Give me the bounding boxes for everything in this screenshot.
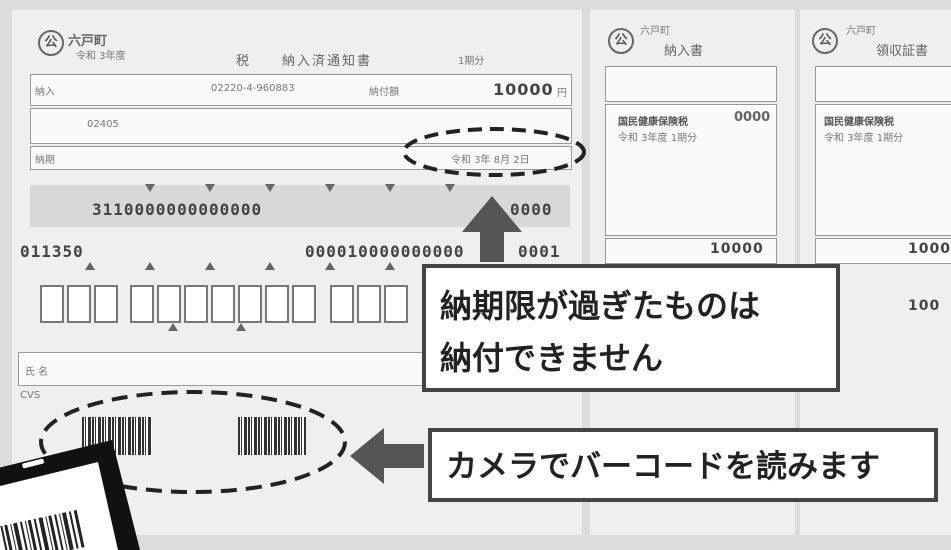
name-row: 氏 名 bbox=[18, 352, 430, 386]
up-arrow-icon bbox=[462, 196, 522, 262]
receipt-item-box: 国民健康保険税 0000 令和 3年度 1期分 bbox=[605, 104, 777, 236]
main-amount: 10000 bbox=[493, 80, 554, 99]
seal-icon: 公 bbox=[812, 28, 838, 54]
ocr-line-2: 011350 bbox=[20, 242, 84, 261]
main-fiscal-year: 令和 3年度 bbox=[76, 51, 126, 62]
receipt-item-amount: 0000 bbox=[734, 110, 771, 125]
marker-down-icon bbox=[445, 184, 455, 192]
stub-amount-2: 100 bbox=[908, 298, 941, 314]
stub-year-period: 令和 3年度 1期分 bbox=[824, 133, 904, 144]
receipt-amount: 10000 bbox=[710, 241, 764, 257]
marker-down-icon bbox=[385, 184, 395, 192]
tax-char: 税 bbox=[236, 54, 250, 69]
stub-item-box: 国民健康保険税 令和 3年度 1期分 bbox=[815, 104, 951, 236]
stub-amount: 1000 bbox=[908, 241, 951, 257]
deadline-line-1: 納期限が過ぎたものは bbox=[440, 287, 761, 325]
stub-header-box bbox=[815, 66, 951, 102]
marker-up-icon bbox=[205, 262, 215, 270]
deadline-line-2: 納付できません bbox=[440, 339, 664, 377]
due-label: 納期 bbox=[35, 155, 55, 166]
stub-title: 領収証書 bbox=[876, 44, 929, 59]
receipt-item: 国民健康保険税 bbox=[618, 117, 688, 128]
cvs-label: CVS bbox=[20, 390, 41, 401]
barcode-callout: カメラでバーコードを読みます bbox=[428, 428, 938, 502]
stub-item: 国民健康保険税 bbox=[824, 117, 894, 128]
marker-up-icon bbox=[385, 262, 395, 270]
due-row: 納期 令和 3年 8月 2日 bbox=[30, 146, 572, 170]
main-municipality: 六戸町 bbox=[68, 34, 108, 49]
yen-label: 円 bbox=[557, 88, 567, 99]
digit-boxes-1 bbox=[40, 285, 121, 327]
payer-label: 納入 bbox=[35, 87, 55, 98]
main-title: 納入済通知書 bbox=[282, 54, 373, 69]
ocr-line-1-tail: 0000 bbox=[510, 200, 553, 219]
marker-up-icon bbox=[236, 323, 246, 331]
ocr-line-1: 3110000000000000 bbox=[92, 200, 263, 219]
marker-down-icon bbox=[265, 184, 275, 192]
amount-label: 納付額 bbox=[369, 87, 399, 98]
deadline-callout: 納期限が過ぎたものは 納付できません bbox=[422, 264, 840, 392]
phone-icon bbox=[0, 440, 140, 550]
marker-down-icon bbox=[325, 184, 335, 192]
digit-boxes-3 bbox=[330, 285, 411, 327]
due-date: 令和 3年 8月 2日 bbox=[451, 155, 530, 166]
receipt-year-period: 令和 3年度 1期分 bbox=[618, 133, 698, 144]
seal-icon: 公 bbox=[38, 30, 64, 56]
marker-up-icon bbox=[325, 262, 335, 270]
payer-row: 納入 02220-4-960883 納付額 10000 円 bbox=[30, 74, 572, 106]
receipt-header-box bbox=[605, 66, 777, 102]
marker-up-icon bbox=[168, 323, 178, 331]
detail-row: 02405 bbox=[30, 108, 572, 144]
stub-amount-box: 1000 bbox=[815, 238, 951, 264]
account-code: 02220-4-960883 bbox=[211, 83, 295, 94]
barcode-callout-text: カメラでバーコードを読みます bbox=[446, 449, 880, 485]
receipt-amount-box: 10000 bbox=[605, 238, 777, 264]
phone-barcode bbox=[0, 505, 95, 550]
receipt-municipality: 六戸町 bbox=[640, 26, 670, 37]
barcode-2 bbox=[238, 417, 306, 455]
barcode-highlight bbox=[39, 390, 347, 494]
ocr-line-2-mid: 000010000000000 bbox=[305, 242, 465, 261]
marker-up-icon bbox=[145, 262, 155, 270]
main-period: 1期分 bbox=[458, 56, 485, 67]
stub-municipality: 六戸町 bbox=[846, 26, 876, 37]
marker-up-icon bbox=[85, 262, 95, 270]
marker-down-icon bbox=[205, 184, 215, 192]
detail-code: 02405 bbox=[87, 119, 119, 130]
due-date-highlight bbox=[402, 127, 586, 177]
marker-down-icon bbox=[145, 184, 155, 192]
ocr-line-2-tail: 0001 bbox=[518, 242, 561, 261]
name-label: 氏 名 bbox=[25, 367, 49, 378]
digit-boxes-2 bbox=[130, 285, 319, 327]
left-arrow-icon bbox=[350, 428, 424, 484]
receipt-title: 納入書 bbox=[664, 44, 704, 59]
marker-up-icon bbox=[265, 262, 275, 270]
seal-icon: 公 bbox=[608, 28, 634, 54]
